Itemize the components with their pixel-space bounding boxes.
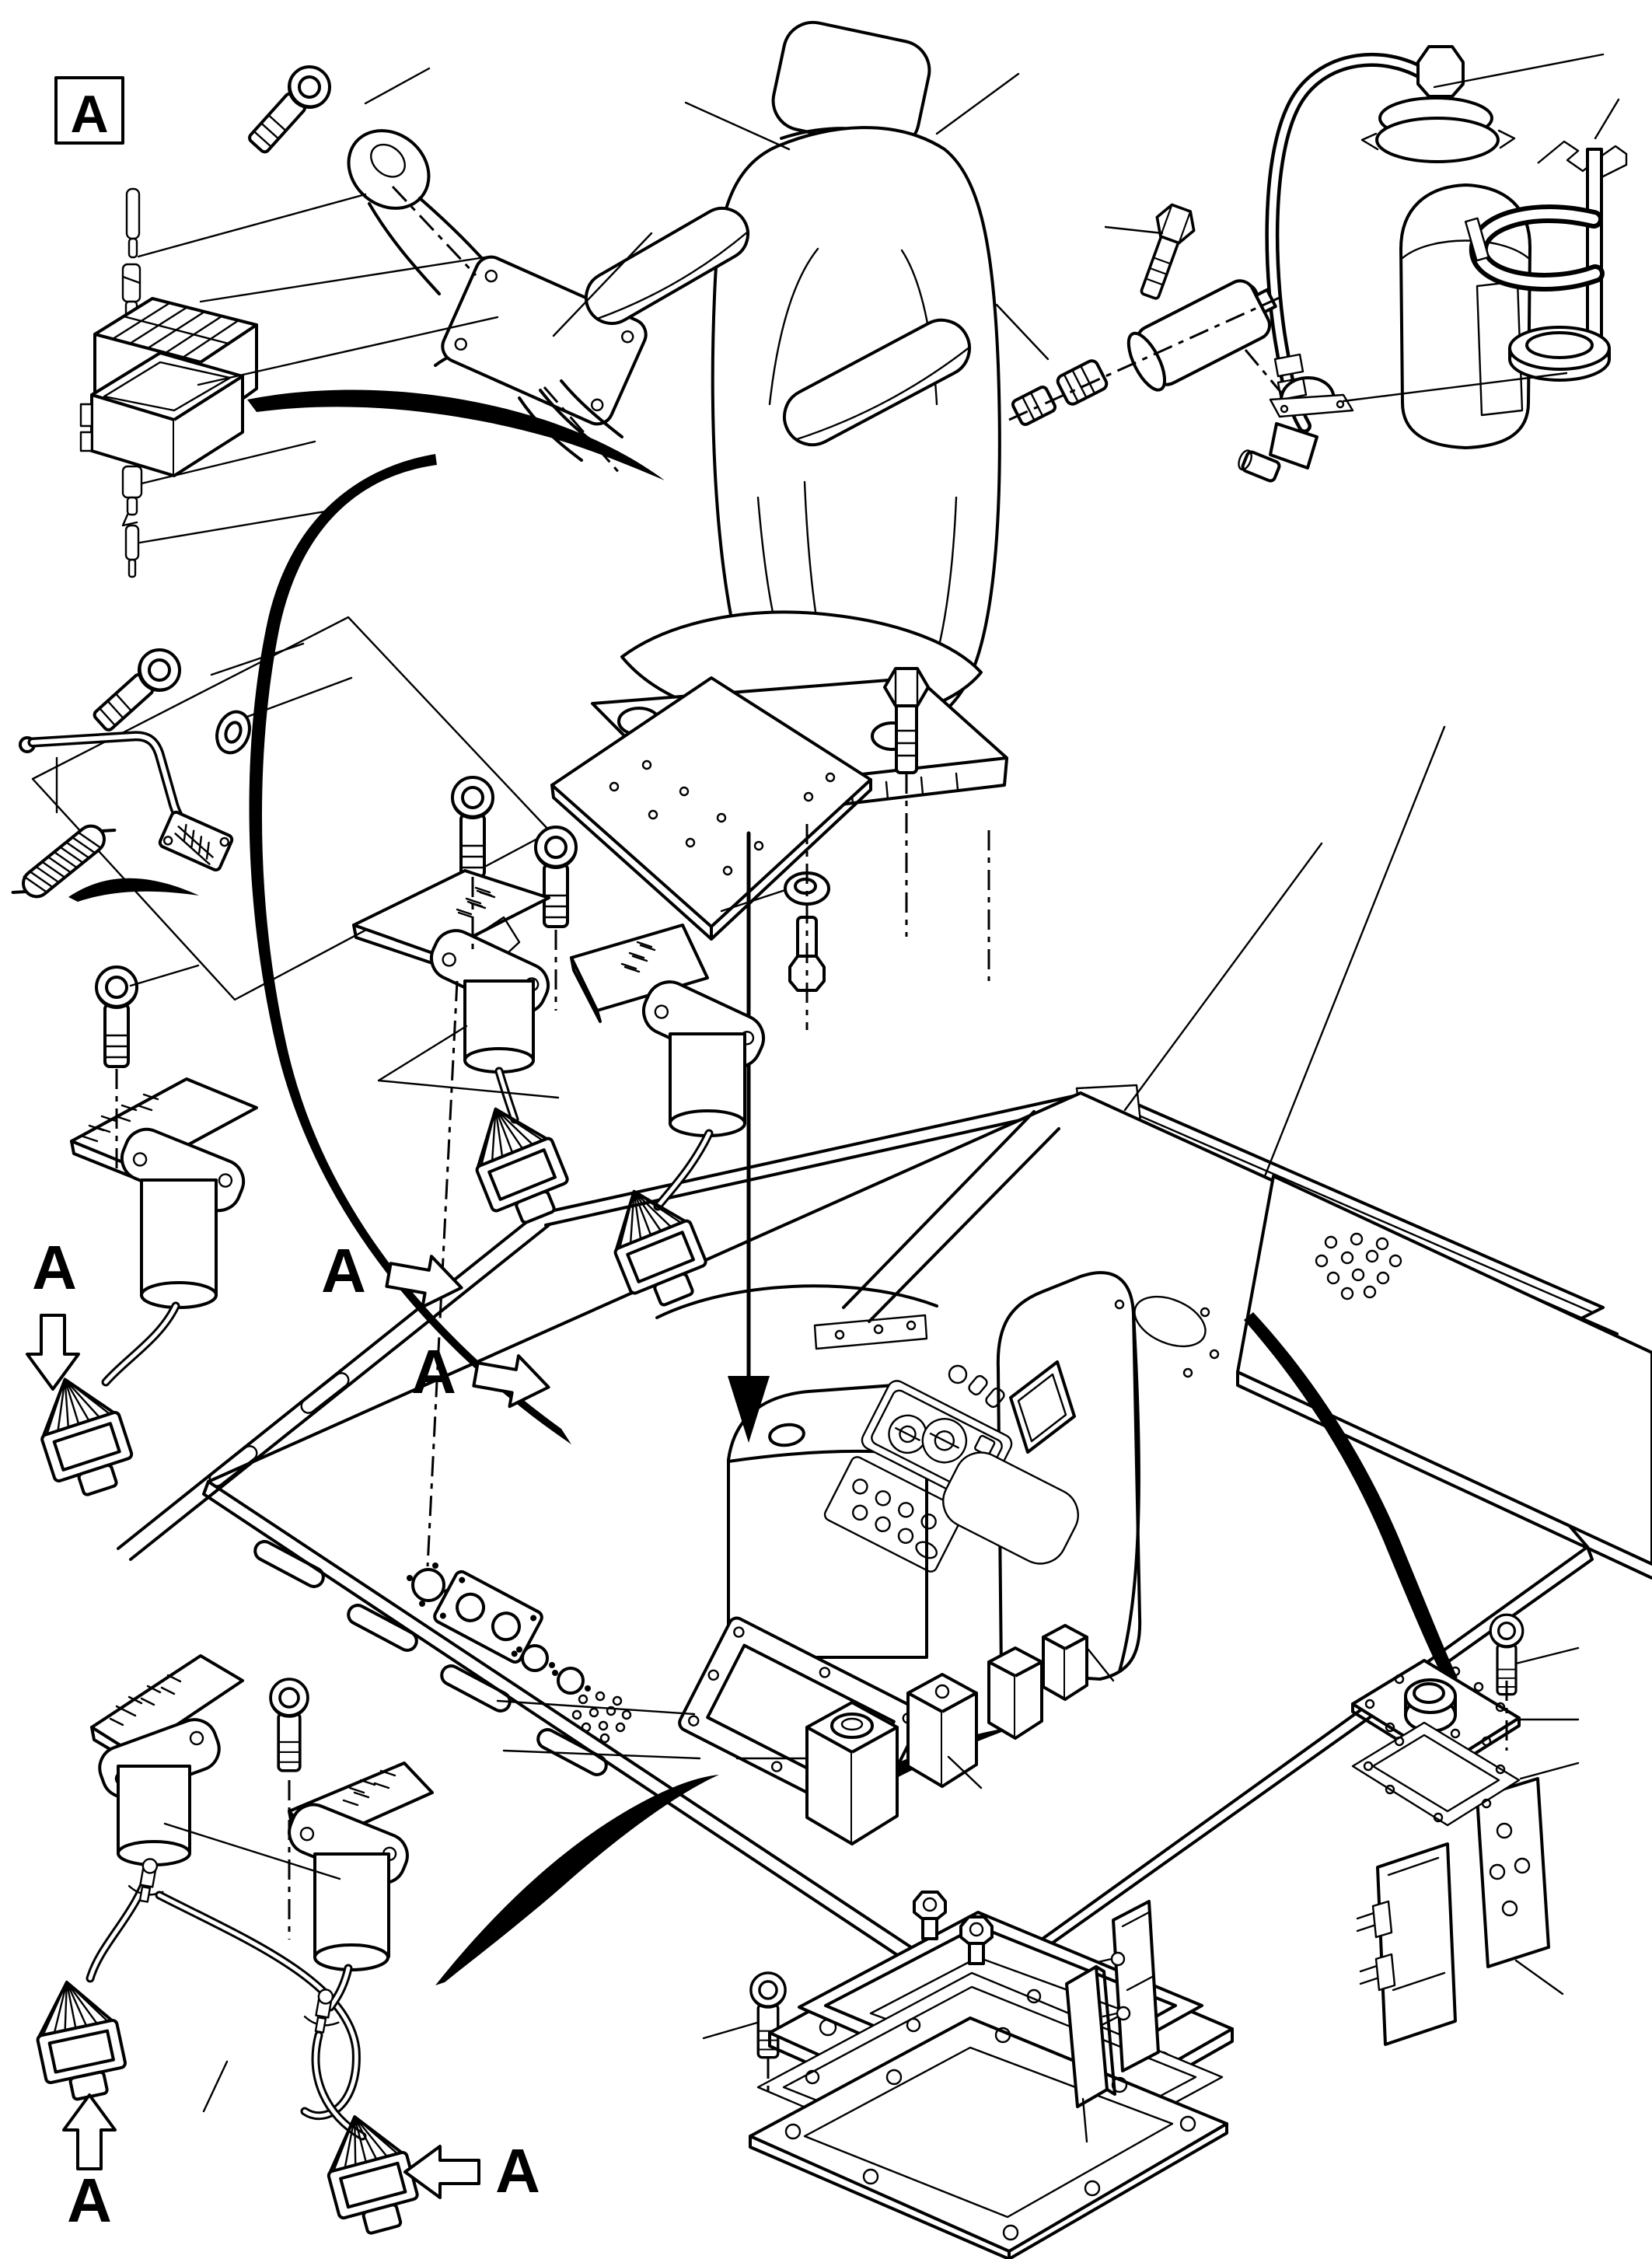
floor-holes <box>1114 1295 1220 1378</box>
detail-view-indicator: A <box>54 76 124 145</box>
cowl-diagonal <box>842 1110 1060 1323</box>
valve-blocks <box>805 1624 1088 1845</box>
marker-a-down-label: A <box>32 1233 77 1302</box>
monitor-display <box>1009 1360 1076 1454</box>
harness-connector-4 <box>26 1972 132 2107</box>
console-fasteners <box>948 1364 1005 1409</box>
cab-floor-assembly <box>117 1084 1652 2004</box>
lower-pedal-1 <box>86 1654 244 1983</box>
palm-rest <box>942 1451 1079 1565</box>
pedal-left <box>352 869 550 1124</box>
front-apron-details <box>253 1540 632 1776</box>
left-side-rail <box>117 1213 550 1561</box>
extinguisher-bracket <box>1464 140 1628 382</box>
seatbelt-anchor-cover <box>1269 376 1354 418</box>
mounting-bracket-small <box>1096 1900 1160 2072</box>
up-arrow-icon <box>62 2093 117 2170</box>
single-pedal-valve-assembly-lower <box>26 1654 434 2242</box>
marker-a-up-label: A <box>67 2166 112 2235</box>
hose-fittings <box>1011 359 1109 426</box>
marker-a-down: A <box>26 1233 80 1391</box>
cowl-arc <box>655 1284 938 1319</box>
detail-view-label: A <box>70 85 108 144</box>
assembly-arrow <box>728 831 770 1443</box>
storage-box-group <box>749 1891 1234 2259</box>
pedal-mounting-bolt-2 <box>534 826 578 928</box>
lock-washer <box>215 710 251 755</box>
lever-assembly-bolt <box>85 640 190 740</box>
support-plate <box>1476 1777 1550 1968</box>
pedal-mounting-bolt-4 <box>269 1678 309 1772</box>
mounting-bracket <box>1356 1842 1457 2046</box>
speaker-perforations <box>571 1691 632 1744</box>
connector-shell <box>79 351 244 477</box>
down-arrow-icon <box>26 1314 80 1391</box>
pedal-mounting-bolt-3 <box>95 965 138 1068</box>
marker-a-left-label: A <box>495 2136 540 2205</box>
pedal-mounting-bolt-1 <box>451 776 494 878</box>
joystick-mounting-bolt <box>239 57 340 162</box>
operator-seat <box>584 20 1008 824</box>
access-cover-group <box>1351 1613 1525 1827</box>
harness-connector-3 <box>25 1365 141 1505</box>
right-arrow-icon <box>382 1248 468 1315</box>
switch-plate <box>158 810 234 872</box>
tension-spring <box>11 824 117 899</box>
joystick-control-lever <box>347 129 648 462</box>
swoosh-lower-pedals <box>435 1775 719 1985</box>
contact-pin-1 <box>125 187 141 259</box>
swoosh-detail <box>68 878 199 902</box>
box-bottom-plate <box>749 2016 1228 2259</box>
cover-gasket <box>1351 1721 1521 1827</box>
swoosh-connector <box>247 389 665 480</box>
marker-a-right-2-label: A <box>411 1337 456 1406</box>
rear-panel-strip <box>813 1314 928 1350</box>
rubber-pad <box>1065 1965 1116 2108</box>
dual-pedal-valve-assembly <box>352 776 766 1317</box>
electrical-connector-parts <box>79 187 665 578</box>
marker-a-left: A <box>403 2136 540 2205</box>
floor-mat <box>1236 1175 1652 1580</box>
seat-mounting-plate <box>550 676 872 941</box>
swoosh-pedals <box>249 454 571 1444</box>
leader-lines <box>55 53 1620 2143</box>
swoosh-cover <box>1244 1312 1458 1683</box>
fire-extinguisher <box>1238 45 1532 483</box>
wire-terminal-2 <box>121 465 143 527</box>
contact-pin-2 <box>124 524 140 578</box>
solenoid-valve-bolt <box>1129 200 1201 305</box>
single-pedal-valve-assembly-upper <box>25 965 258 1505</box>
marker-a-right-1-label: A <box>321 1236 366 1305</box>
marker-a-up: A <box>62 2093 117 2235</box>
marker-a-right-2: A <box>411 1337 555 1414</box>
control-console <box>996 1271 1142 1681</box>
control-rod <box>19 731 194 833</box>
access-cover-plate <box>1351 1659 1521 1772</box>
marker-a-right-1: A <box>321 1236 468 1315</box>
pedal-right <box>570 924 766 1211</box>
keypad <box>823 1456 965 1573</box>
mat-perforations <box>1315 1232 1402 1301</box>
